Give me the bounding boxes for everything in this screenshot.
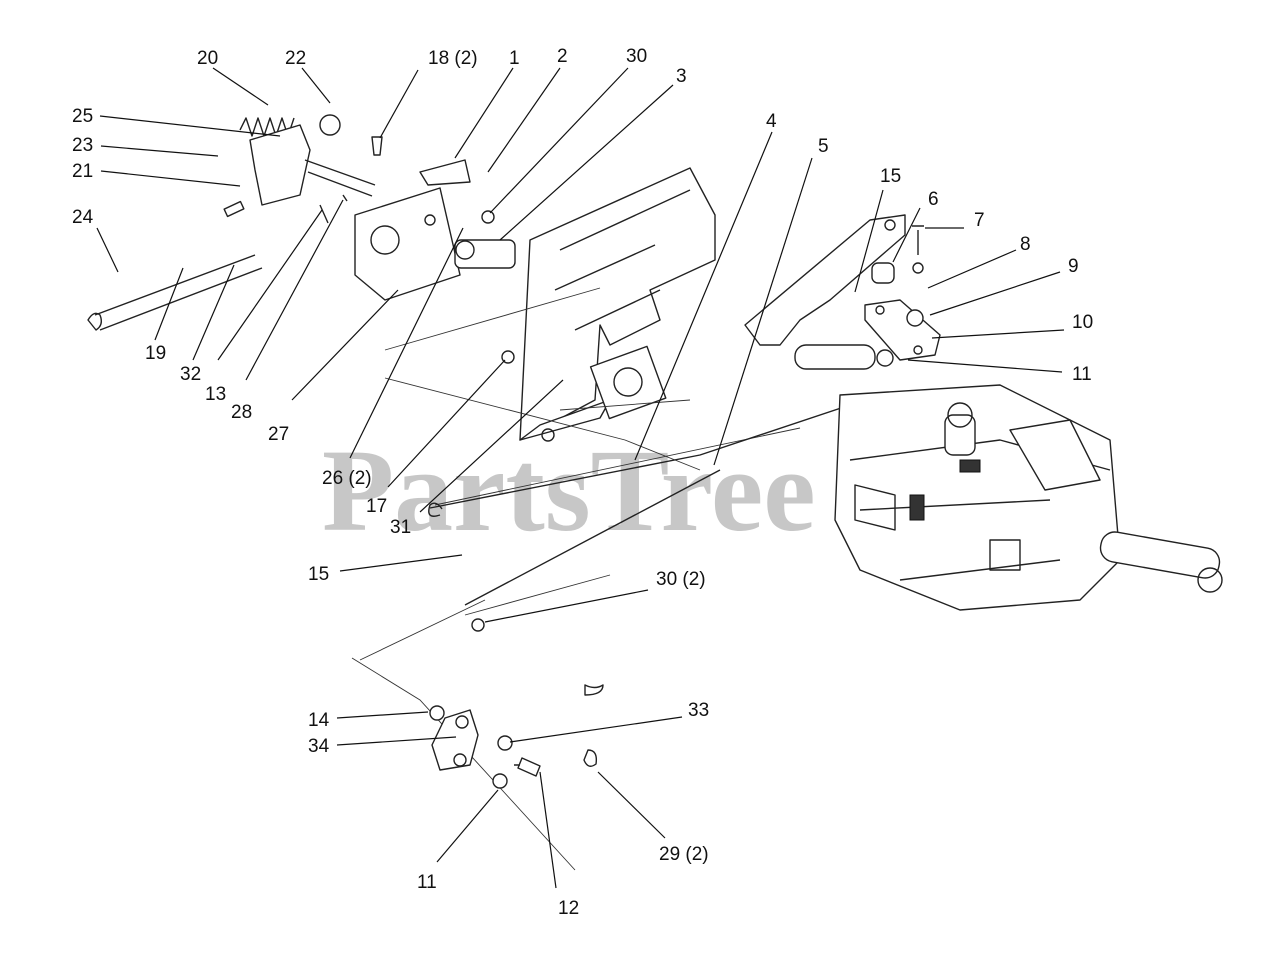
- callout-23: 23: [72, 135, 93, 156]
- callout-25: 25: [72, 106, 93, 127]
- callout-27: 27: [268, 424, 289, 445]
- callout-24: 24: [72, 207, 94, 228]
- callout-10: 10: [1072, 312, 1093, 333]
- callout-6: 6: [928, 189, 939, 210]
- callout-21: 21: [72, 161, 93, 182]
- link-plate: [864, 225, 941, 367]
- callout-1: 1: [509, 48, 520, 69]
- spring: [239, 117, 295, 137]
- callout-29: 29 (2): [659, 844, 709, 865]
- callout-26: 26 (2): [322, 468, 372, 489]
- callout-13: 13: [205, 384, 226, 405]
- callout-15-top: 15: [880, 166, 901, 187]
- drawing-linework: [87, 114, 1223, 871]
- callout-labels: 20 22 18 (2) 1 2 30 3 25 23 21 24 19 32 …: [72, 46, 1093, 919]
- callout-17: 17: [366, 496, 387, 517]
- callout-22: 22: [285, 48, 306, 69]
- control-plate: [354, 187, 516, 301]
- callout-4: 4: [766, 111, 777, 132]
- callout-19: 19: [145, 343, 166, 364]
- callout-15-bottom: 15: [308, 564, 329, 585]
- leader-lines: [96, 67, 1065, 889]
- lower-cluster: [429, 618, 604, 789]
- watermark: PartsTree: [322, 425, 816, 556]
- main-bracket: [519, 167, 716, 442]
- callout-33: 33: [688, 700, 709, 721]
- pivot-bracket: [223, 114, 376, 218]
- callout-28: 28: [231, 402, 252, 423]
- shift-rod: [87, 254, 263, 331]
- callout-14: 14: [308, 710, 330, 731]
- callout-20: 20: [197, 48, 218, 69]
- callout-11-top: 11: [1072, 364, 1092, 385]
- callout-9: 9: [1068, 256, 1079, 277]
- callout-18: 18 (2): [428, 48, 478, 69]
- callout-8: 8: [1020, 234, 1031, 255]
- callout-5: 5: [818, 136, 829, 157]
- callout-32: 32: [180, 364, 201, 385]
- lever-arm: [744, 214, 906, 346]
- callout-11-bottom: 11: [417, 872, 437, 893]
- callout-30: 30: [626, 46, 647, 67]
- callout-2: 2: [557, 46, 568, 67]
- assembly-lines: [351, 287, 801, 871]
- callout-7: 7: [974, 210, 985, 231]
- callout-30-2: 30 (2): [656, 569, 706, 590]
- callout-12: 12: [558, 898, 579, 919]
- transaxle: [794, 344, 1223, 611]
- callout-3: 3: [676, 66, 687, 87]
- callout-31: 31: [390, 517, 411, 538]
- control-rod: [428, 394, 881, 606]
- callout-34: 34: [308, 736, 330, 757]
